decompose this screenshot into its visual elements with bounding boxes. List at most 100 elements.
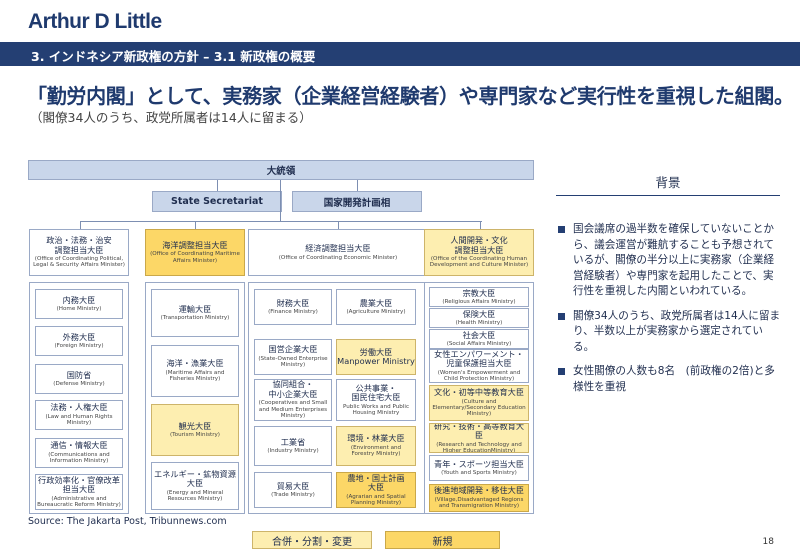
ministry-human-dev-3: 社会大臣(Social Affairs Ministry) [429, 329, 529, 349]
ministry-human-dev-8-en: (Village,Disadvantaged Regions and Trans… [434, 496, 524, 510]
background-bullet: 女性閣僚の人数も8名 (前政権の2倍)と多様性を重視 [558, 364, 784, 395]
ministry-maritime-1-en: (Transportation Ministry) [160, 315, 230, 321]
ministry-economic-a-1: 財務大臣(Finance Ministry) [254, 289, 332, 325]
coordinating-minister-3-ja: 経済調整担当大臣 [305, 243, 371, 254]
ministry-economic-a-1-en: (Finance Ministry) [268, 309, 318, 315]
ministry-economic-a-3-ja: 協同組合・ 中小企業大臣 [268, 379, 318, 399]
ministry-human-dev-4-en: (Women's Empowerment and Child Protectio… [437, 369, 521, 382]
ministry-economic-b-1-en: (Agriculture Ministry) [346, 309, 406, 315]
ministry-economic-a-4: 工業省(Industry Ministry) [254, 426, 332, 466]
coordinating-minister-4-en: (Office of the Coordinating Human Develo… [429, 256, 529, 269]
bappenas-box: 国家開発計画相 [292, 191, 422, 212]
ministry-economic-b-5: 農地・国土計画 大臣(Agrarian and Spatial Planning… [336, 472, 416, 508]
ministry-maritime-2: 海洋・漁業大臣(Maritime Affairs and Fisheries M… [151, 345, 239, 397]
ministry-political-3-ja: 国防省 [66, 369, 92, 380]
ministry-political-6-ja: 行政効率化・官僚改革 担当大臣 [38, 474, 120, 495]
ministry-maritime-2-ja: 海洋・漁業大臣 [166, 358, 224, 369]
ministry-political-3: 国防省(Defense Ministry) [35, 364, 123, 394]
background-bullets: 国会議席の過半数を確保していないことから、議会運営が難航することも予想されている… [558, 222, 784, 404]
ministry-human-dev-1-en: (Religious Affairs Ministry) [442, 299, 516, 305]
connector-line [357, 180, 358, 191]
ministry-maritime-3: 観光大臣(Tourism Ministry) [151, 404, 239, 456]
ministry-political-2: 外務大臣(Foreign Ministry) [35, 326, 123, 356]
ministry-maritime-4-ja: エネルギー・鉱物資源 大臣 [154, 468, 236, 489]
ministry-economic-a-2-ja: 国営企業大臣 [268, 344, 318, 355]
ministry-political-1: 内務大臣(Home Ministry) [35, 289, 123, 319]
background-bullet: 閣僚34人のうち、政党所属者は14人に留まり、半数以上が実務家から選定されている… [558, 309, 784, 356]
ministry-economic-b-4: 環境・林業大臣(Environment and Forestry Ministr… [336, 426, 416, 466]
ministry-political-5-en: (Communications and Information Ministry… [48, 451, 110, 465]
ministry-human-dev-1: 宗教大臣(Religious Affairs Ministry) [429, 287, 529, 307]
coordinating-minister-2-ja: 海洋調整担当大臣 [162, 239, 228, 250]
ministry-economic-a-4-ja: 工業省 [280, 436, 306, 447]
ministry-human-dev-7-en: (Youth and Sports Ministry) [441, 470, 517, 476]
ministry-maritime-4-en: (Energy and Mineral Resources Ministry) [166, 489, 224, 502]
connector-line [338, 221, 339, 229]
bullet-square-icon [558, 226, 565, 233]
ministry-human-dev-5: 文化・初等中等教育大臣(Culture and Elementary/Secon… [429, 385, 529, 421]
ministry-economic-a-4-en: (Industry Ministry) [267, 448, 319, 454]
coordinating-minister-3-en: (Office of Coordinating Economic Ministe… [278, 254, 398, 261]
source-note: Source: The Jakarta Post, Tribunnews.com [28, 516, 227, 527]
connector-line [80, 221, 81, 229]
legend-merged: 合併・分割・変更 [252, 531, 372, 549]
ministry-economic-b-4-ja: 環境・林業大臣 [347, 433, 405, 444]
ministry-human-dev-7: 青年・スポーツ担当大臣(Youth and Sports Ministry) [429, 455, 529, 481]
ministry-economic-a-3: 協同組合・ 中小企業大臣(Cooperatives and Small and … [254, 379, 332, 421]
ministry-political-6: 行政効率化・官僚改革 担当大臣(Administrative and Burea… [35, 474, 123, 510]
page-title: 「勤労内閣」として、実務家（企業経営経験者）や専門家など実行性を重視した組閣。 [27, 84, 794, 108]
bullet-square-icon [558, 312, 565, 320]
ministry-economic-a-1-ja: 財務大臣 [276, 297, 310, 308]
ministry-human-dev-6: 研究・技術・高等教育大臣(Research and Technology and… [429, 423, 529, 453]
ministry-economic-a-2: 国営企業大臣(State-Owned Enterprise Ministry) [254, 339, 332, 375]
ministry-political-6-en: (Administrative and Bureaucratic Reform … [37, 495, 121, 508]
section-header: 3. インドネシア新政権の方針 – 3.1 新政権の概要 [0, 42, 800, 66]
ministry-political-3-en: (Defense Ministry) [53, 381, 105, 387]
ministry-economic-b-3-en: Public Works and Public Housing Ministry [342, 403, 410, 416]
coordinating-minister-4-ja: 人間開発・文化 調整担当大臣 [450, 235, 508, 255]
ministry-human-dev-3-en: (Social Affairs Ministry) [446, 341, 512, 347]
background-divider [556, 195, 780, 196]
connector-line [195, 221, 196, 229]
ministry-economic-a-5: 貿易大臣(Trade Ministry) [254, 472, 332, 508]
ministry-economic-b-1: 農業大臣(Agriculture Ministry) [336, 289, 416, 325]
ministry-human-dev-1-ja: 宗教大臣 [462, 287, 496, 298]
page-number: 18 [762, 537, 774, 547]
ministry-economic-a-5-ja: 貿易大臣 [276, 480, 310, 491]
ministry-human-dev-2-ja: 保険大臣 [462, 308, 496, 319]
ministry-economic-a-3-en: (Cooperatives and Small and Medium Enter… [258, 400, 328, 420]
ministry-economic-b-2: 労働大臣 Manpower Ministry [336, 339, 416, 375]
ministry-economic-b-1-ja: 農業大臣 [359, 297, 393, 308]
ministry-maritime-4: エネルギー・鉱物資源 大臣(Energy and Mineral Resourc… [151, 462, 239, 510]
coordinating-minister-2: 海洋調整担当大臣(Office of Coordinating Maritime… [145, 229, 245, 276]
ministry-political-2-en: (Foreign Ministry) [54, 343, 104, 349]
ministry-maritime-3-en: (Tourism Ministry) [170, 432, 220, 438]
ministry-political-1-ja: 内務大臣 [62, 294, 96, 305]
coordinating-minister-1-en: (Office of Coordinating Political, Legal… [33, 256, 125, 269]
ministry-human-dev-7-ja: 青年・スポーツ担当大臣 [434, 458, 524, 469]
ministry-human-dev-2: 保険大臣(Health Ministry) [429, 308, 529, 328]
ministry-political-4-ja: 法務・人権大臣 [50, 402, 108, 413]
ministry-political-4: 法務・人権大臣(Law and Human Rights Ministry) [35, 400, 123, 430]
company-logo: Arthur D Little [28, 10, 162, 33]
ministry-economic-a-2-en: (State-Owned Enterprise Ministry) [258, 355, 328, 369]
ministry-human-dev-8-ja: 後進地域開発・移住大臣 [433, 485, 525, 496]
connector-line [217, 180, 218, 191]
coordinating-minister-4: 人間開発・文化 調整担当大臣(Office of the Coordinatin… [424, 229, 534, 276]
connector-line [80, 221, 482, 222]
ministry-human-dev-3-ja: 社会大臣 [462, 329, 496, 340]
ministry-human-dev-8: 後進地域開発・移住大臣(Village,Disadvantaged Region… [429, 484, 529, 512]
ministry-maritime-2-en: (Maritime Affairs and Fisheries Ministry… [165, 369, 225, 383]
connector-line [480, 221, 481, 229]
ministry-human-dev-2-en: (Health Ministry) [455, 320, 503, 326]
ministry-political-2-ja: 外務大臣 [62, 331, 96, 342]
ministry-political-5: 通信・情報大臣(Communications and Information M… [35, 438, 123, 468]
ministry-political-5-ja: 通信・情報大臣 [50, 440, 108, 451]
ministry-maritime-1: 運輸大臣(Transportation Ministry) [151, 289, 239, 337]
background-title: 背景 [655, 175, 681, 190]
coordinating-minister-1: 政治・法務・治安 調整担当大臣(Office of Coordinating P… [29, 229, 129, 276]
president-header: 大統領 [28, 160, 534, 180]
coordinating-minister-1-ja: 政治・法務・治安 調整担当大臣 [46, 235, 112, 255]
coordinating-minister-3: 経済調整担当大臣(Office of Coordinating Economic… [248, 229, 428, 276]
